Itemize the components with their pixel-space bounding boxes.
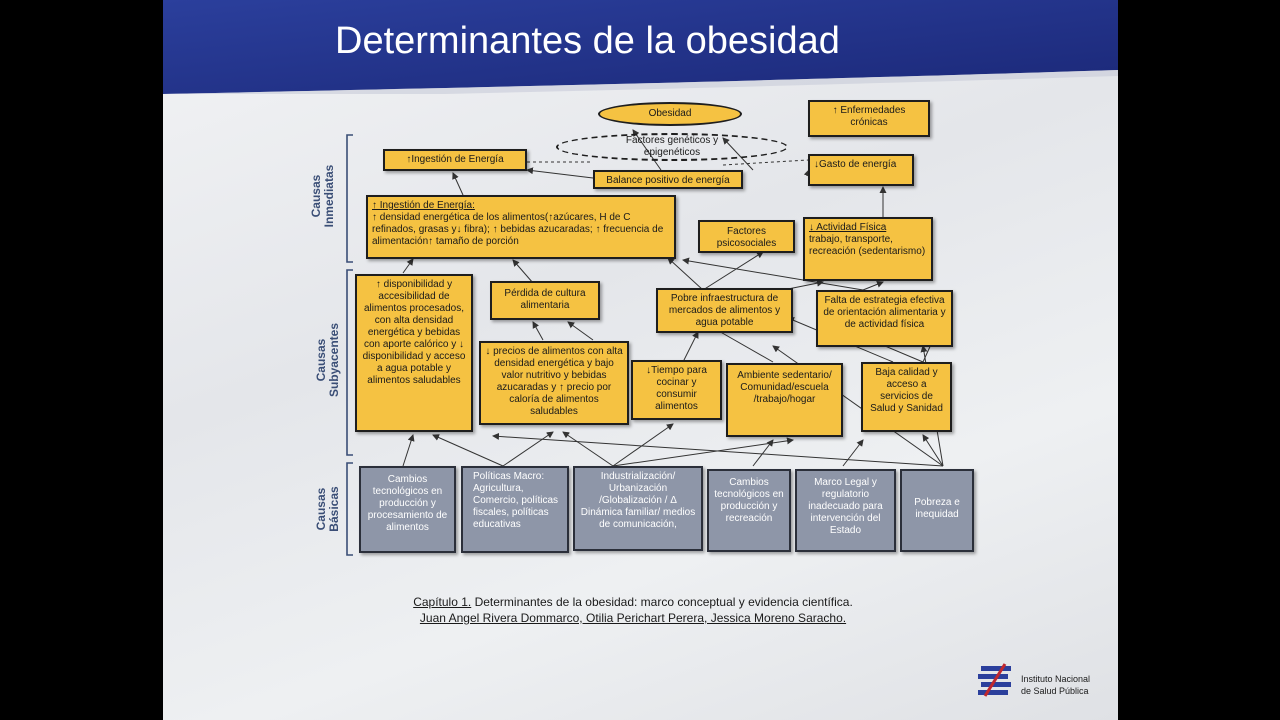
institution-name-line2: de Salud Pública — [1021, 686, 1089, 696]
node-ingestion-energia: ↑Ingestión de Energía — [383, 149, 527, 171]
source-caption: Capítulo 1. Determinantes de la obesidad… — [373, 594, 893, 626]
caption-title: Determinantes de la obesidad: marco conc… — [471, 595, 853, 609]
institution-name-line1: Instituto Nacional — [1021, 674, 1091, 684]
node-factores-psicosociales: Factores psicosociales — [698, 220, 795, 253]
institution-name: Instituto Nacional de Salud Pública — [1021, 673, 1116, 697]
slide: Determinantes de la obesidad — [163, 0, 1118, 720]
node-precios: ↓ precios de alimentos con alta densidad… — [479, 341, 629, 425]
node-tiempo: ↓Tiempo para cocinar y consumir alimento… — [631, 360, 722, 420]
node-cambios-tecnologicos-alimentos: Cambios tecnológicos en producción y pro… — [359, 466, 456, 553]
caption-authors: Juan Angel Rivera Dommarco, Otilia Peric… — [419, 611, 847, 625]
node-ingestion-detalle: ↑ Ingestión de Energía: ↑ densidad energ… — [366, 195, 676, 259]
node-actividad-fisica: ↓ Actividad Física trabajo, transporte, … — [803, 217, 933, 281]
caption-line-1: Capítulo 1. Determinantes de la obesidad… — [373, 594, 893, 610]
caption-line-2: Juan Angel Rivera Dommarco, Otilia Peric… — [373, 610, 893, 626]
label-causas-inmediatas: Causas Inmediatas — [309, 151, 336, 241]
node-perdida-cultura: Pérdida de cultura alimentaria — [490, 281, 600, 320]
node-enfermedades-cronicas: ↑ Enfermedades crónicas — [808, 100, 930, 137]
label-causas-basicas-line2: Básicas — [327, 486, 341, 532]
node-obesidad-text: Obesidad — [648, 108, 692, 119]
node-factores-geneticos-text: Factores genéticos y epigenéticos — [625, 135, 719, 158]
label-causas-inmediatas-line2: Inmediatas — [322, 164, 336, 228]
node-disponibilidad: ↑ disponibilidad y accesibilidad de alim… — [355, 274, 473, 432]
node-obesidad: Obesidad — [598, 102, 742, 126]
node-gasto-energia: ↓Gasto de energía — [808, 154, 914, 186]
node-balance-positivo: Balance positivo de energía — [593, 170, 743, 189]
label-causas-basicas: Causas Básicas — [314, 469, 341, 549]
node-marco-legal: Marco Legal y regulatorio inadecuado par… — [795, 469, 896, 552]
node-actividad-fisica-title: ↓ Actividad Física — [809, 222, 887, 233]
node-pobreza: Pobreza e inequidad — [900, 469, 974, 552]
node-actividad-fisica-body: trabajo, transporte, recreación (sedenta… — [809, 234, 926, 257]
node-cambios-tecnologicos-recreacion: Cambios tecnológicos en producción y rec… — [707, 469, 791, 552]
node-ambiente: Ambiente sedentario/ Comunidad/escuela /… — [726, 363, 843, 437]
insp-logo-icon — [978, 663, 1011, 697]
slide-title: Determinantes de la obesidad — [335, 20, 840, 62]
node-ingestion-detalle-title: ↑ Ingestión de Energía: — [372, 200, 475, 211]
node-ingestion-detalle-body: ↑ densidad energética de los alimentos(↑… — [372, 212, 664, 247]
caption-chapter: Capítulo 1. — [413, 595, 472, 609]
title-banner — [163, 0, 1118, 94]
node-baja-calidad: Baja calidad y acceso a servicios de Sal… — [861, 362, 952, 432]
node-politicas-macro: Políticas Macro: Agricultura, Comercio, … — [461, 466, 569, 553]
node-industrializacion: Industrialización/ Urbanización /Globali… — [573, 466, 703, 551]
label-causas-subyacentes-line2: Subyacentes — [327, 322, 341, 398]
node-falta-estrategia: Falta de estrategia efectiva de orientac… — [816, 290, 953, 347]
label-causas-subyacentes: Causas Subyacentes — [314, 310, 341, 410]
node-infraestructura: Pobre infraestructura de mercados de ali… — [656, 288, 793, 333]
node-factores-geneticos: Factores genéticos y epigenéticos — [556, 133, 788, 161]
